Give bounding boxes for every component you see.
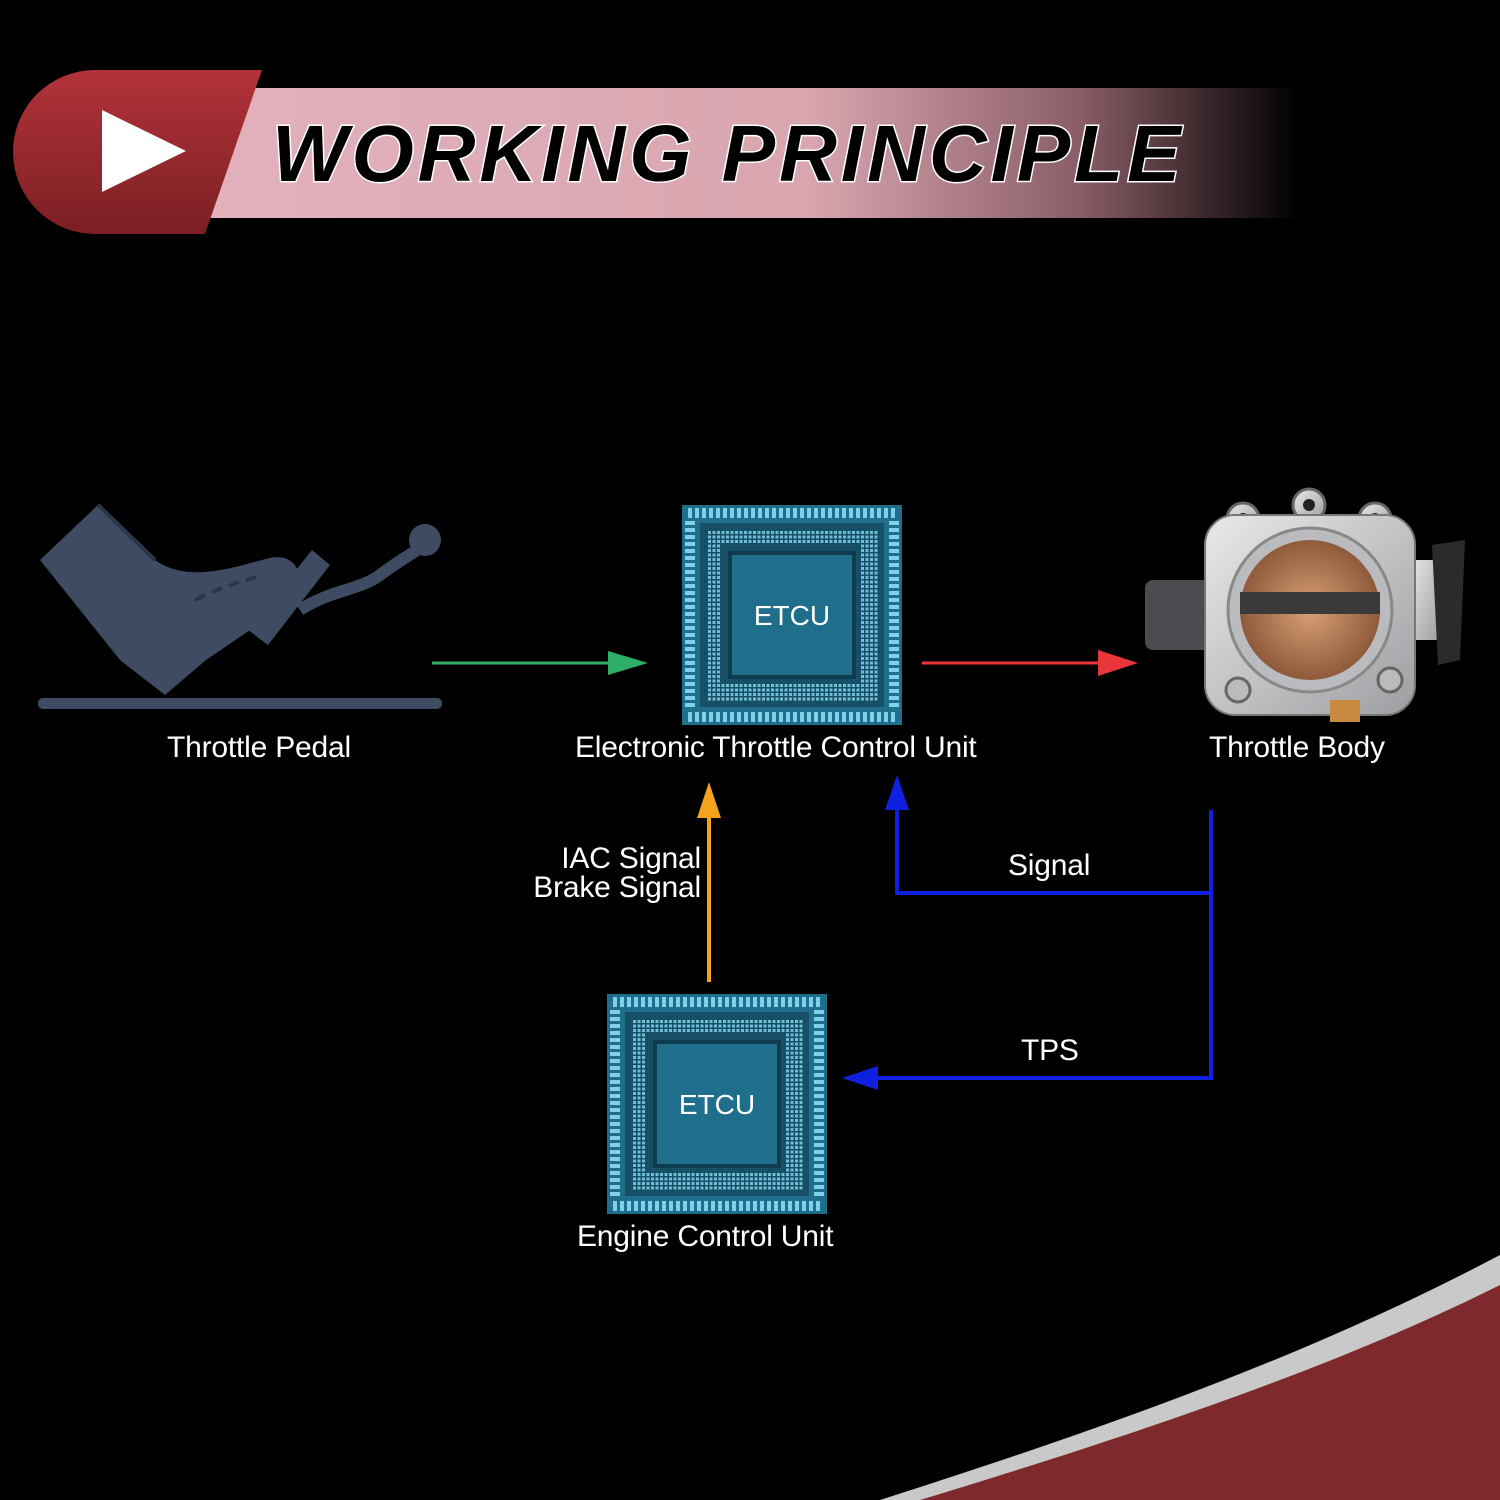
etcu-label: Electronic Throttle Control Unit [575, 731, 977, 764]
footer-swoosh [880, 1255, 1500, 1500]
etcu-chip: ETCU [682, 505, 902, 725]
chip-label: ETCU [754, 600, 830, 631]
connections [432, 650, 1213, 1090]
ecu-chip: ETCU [607, 994, 827, 1214]
tps-label: TPS [1021, 1034, 1079, 1067]
throttle-body-label: Throttle Body [1209, 731, 1385, 764]
arrowhead-blue-signal [885, 775, 909, 810]
banner-strip [205, 88, 1300, 218]
ecu-label: Engine Control Unit [577, 1220, 834, 1253]
throttle-pedal-label: Throttle Pedal [167, 731, 351, 764]
arrowhead-orange [697, 782, 721, 818]
page-title: WORKING PRINCIPLE [270, 108, 1185, 200]
arrowhead-blue-tps [842, 1066, 878, 1090]
arrowhead-red [1098, 650, 1138, 676]
arrowhead-green [608, 651, 648, 675]
iac-signal-label: IAC Signal [561, 842, 701, 875]
signal-label: Signal [1008, 849, 1091, 882]
play-icon [102, 110, 186, 192]
brake-signal-label: Brake Signal [533, 871, 701, 904]
line-signal [895, 808, 1211, 895]
header-banner [13, 70, 1300, 234]
foot-pedal-icon [38, 503, 442, 709]
throttle-body-icon [1145, 487, 1465, 722]
line-tps [870, 810, 1213, 1080]
chip-label: ETCU [679, 1089, 755, 1120]
